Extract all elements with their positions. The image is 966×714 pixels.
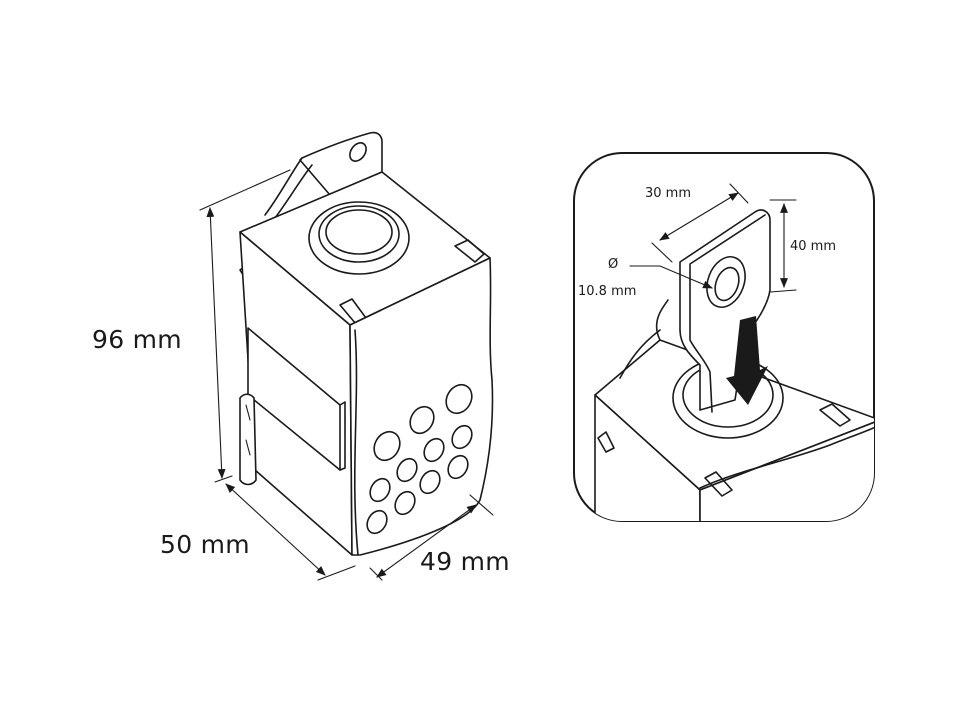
width-dimension [376, 504, 477, 578]
hole-diameter-label: 10.8 mm [578, 284, 637, 299]
depth-dimension [225, 483, 326, 576]
top-terminal-ring [308, 201, 410, 275]
lug-hole [706, 256, 746, 308]
lug-width-dimension [659, 192, 739, 241]
detail-inset [573, 152, 875, 522]
lug-height-label: 40 mm [790, 239, 837, 254]
mounting-slot [349, 142, 367, 162]
width-label: 49 mm [420, 547, 510, 576]
top-clip-right [454, 239, 485, 263]
front-holes [366, 383, 473, 535]
diameter-symbol: Ø [608, 257, 619, 272]
distribution-block [239, 131, 494, 556]
insertion-arrow-icon [726, 316, 768, 405]
din-rail-clip [239, 393, 257, 486]
height-label: 96 mm [92, 325, 182, 354]
lug-width-label: 30 mm [645, 186, 692, 201]
depth-label: 50 mm [160, 530, 250, 559]
dimension-lines-main [199, 169, 494, 581]
hole-diameter-leader [629, 265, 713, 289]
mounting-tab [299, 131, 383, 196]
height-dimension [206, 207, 226, 479]
